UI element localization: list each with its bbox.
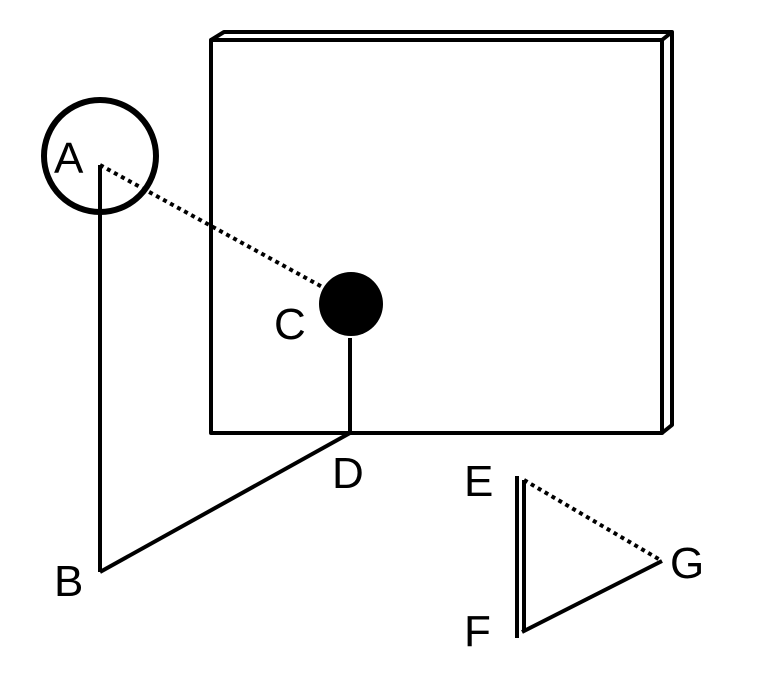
label-g: G (670, 539, 704, 588)
label-d: D (332, 449, 364, 498)
line-f-g (521, 559, 663, 634)
label-f: F (464, 607, 491, 656)
dotted-line-a-c (99, 163, 327, 291)
point-c-dot (319, 272, 383, 336)
wall-front-face (209, 38, 664, 435)
label-c: C (274, 300, 306, 349)
label-e: E (464, 457, 493, 506)
triangle-e-f-g (515, 476, 664, 638)
wall-top-edge (209, 30, 674, 42)
wall-side-edge (660, 32, 674, 435)
line-b-d (99, 431, 351, 574)
dotted-line-e-g (522, 478, 664, 563)
wall-panel (209, 30, 674, 435)
label-b: B (54, 557, 83, 606)
label-a: A (54, 134, 84, 183)
